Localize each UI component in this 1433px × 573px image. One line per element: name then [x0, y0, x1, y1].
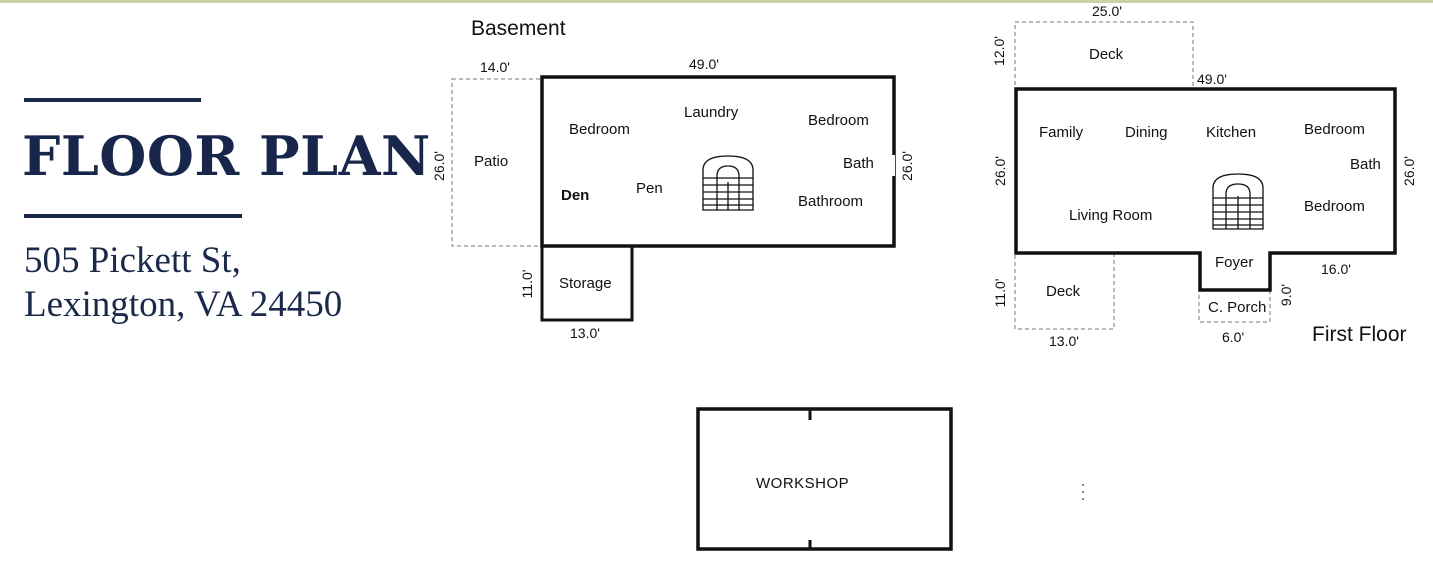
basement-patio-label: Patio — [474, 153, 508, 170]
basement-storage-walls — [540, 244, 634, 322]
basement-laundry-label: Laundry — [684, 104, 739, 121]
address-line-1: 505 Pickett St, — [24, 240, 241, 281]
first-floor-kitchen-label: Kitchen — [1206, 124, 1256, 141]
top-accent-line — [0, 0, 1433, 3]
title-rule-bottom — [24, 214, 242, 218]
first-floor-deck-top-depth-dim: 12.0' — [991, 36, 1007, 66]
basement-bedroom-left-label: Bedroom — [569, 121, 630, 138]
basement-main-width-dim: 49.0' — [689, 56, 719, 72]
first-floor-main-width-dim: 49.0' — [1197, 71, 1227, 87]
first-floor-deck-top-width-dim: 25.0' — [1092, 3, 1122, 19]
basement-storage-depth-dim: 11.0' — [519, 270, 535, 299]
first-floor-deck-top-label: Deck — [1089, 46, 1124, 63]
first-floor-deck-bottom-width-dim: 13.0' — [1049, 333, 1079, 349]
first-floor-heading: First Floor — [1312, 323, 1407, 346]
first-floor-bedroom-top-label: Bedroom — [1304, 121, 1365, 138]
workshop-plan: WORKSHOP — [696, 407, 953, 551]
first-floor-main-walls — [1014, 87, 1397, 292]
basement-main-depth-dim: 26.0' — [899, 151, 915, 181]
workshop-label: WORKSHOP — [756, 475, 849, 492]
basement-den-label: Den — [561, 187, 589, 204]
first-floor-left-depth-dim: 26.0' — [992, 156, 1008, 186]
basement-storage-width-dim: 13.0' — [570, 325, 600, 341]
basement-patio-outline — [451, 78, 542, 247]
first-floor-deck-top-outline — [1014, 21, 1194, 90]
first-floor-living-room-label: Living Room — [1069, 207, 1152, 224]
first-floor-deck-bottom-label: Deck — [1046, 283, 1081, 300]
first-floor-porch-width-dim: 6.0' — [1222, 329, 1244, 345]
basement-bathroom-label: Bathroom — [798, 193, 863, 210]
page-title: FLOOR PLAN — [22, 124, 431, 188]
first-floor-foyer-label: Foyer — [1215, 254, 1253, 271]
first-floor-deck-bottom-depth-dim: 11.0' — [992, 279, 1008, 308]
first-floor-bath-label: Bath — [1350, 156, 1381, 173]
first-floor-porch-depth-dim: 9.0' — [1278, 284, 1294, 306]
workshop-walls — [696, 407, 953, 551]
basement-patio-width-dim: 14.0' — [480, 59, 510, 75]
basement-stairs — [702, 155, 754, 211]
address-line-2: Lexington, VA 24450 — [24, 284, 343, 325]
first-floor-right-wing-width-dim: 16.0' — [1321, 261, 1351, 277]
basement-pen-label: Pen — [636, 180, 663, 197]
first-floor-dining-label: Dining — [1125, 124, 1168, 141]
basement-main-walls — [540, 75, 896, 248]
basement-bedroom-right-label: Bedroom — [808, 112, 869, 129]
basement-storage-label: Storage — [559, 275, 612, 292]
first-floor-porch-label: C. Porch — [1208, 299, 1266, 316]
basement-bath-label: Bath — [843, 155, 874, 172]
title-rule-top — [24, 98, 201, 102]
basement-plan: Basement Bedroom Laundry Bedroom Bath De… — [431, 17, 915, 341]
first-floor-right-depth-dim: 26.0' — [1401, 156, 1417, 186]
first-floor-plan: First Floor Deck Family Dining Kitchen B… — [991, 3, 1417, 349]
first-floor-stairs — [1212, 173, 1264, 230]
basement-patio-depth-dim: 26.0' — [431, 151, 447, 181]
basement-heading: Basement — [471, 17, 566, 40]
first-floor-bedroom-bottom-label: Bedroom — [1304, 198, 1365, 215]
first-floor-family-label: Family — [1039, 124, 1084, 141]
